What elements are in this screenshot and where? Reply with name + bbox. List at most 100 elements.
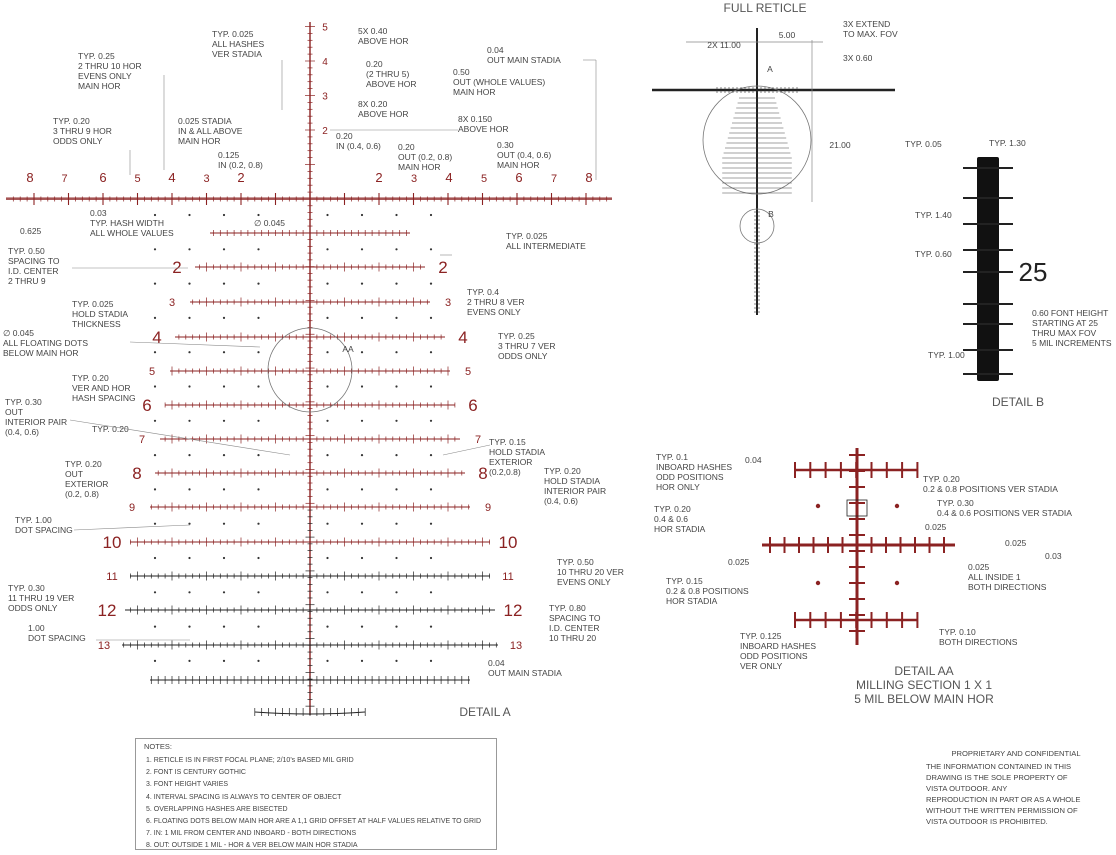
floating-dot	[395, 522, 398, 525]
floating-dot	[326, 488, 329, 491]
aa-annotation: 0.4 & 0.6	[654, 514, 688, 524]
annotation: ABOVE HOR	[366, 79, 417, 89]
annotation: ALL WHOLE VALUES	[90, 228, 174, 238]
annotation: ALL INTERMEDIATE	[506, 241, 586, 251]
floating-dot	[360, 591, 364, 594]
annotation: OUT	[5, 407, 23, 417]
floating-dot	[257, 316, 260, 319]
floating-dot	[222, 385, 226, 388]
row-label-right: 11	[502, 571, 513, 583]
ver-number-top: 3	[322, 92, 328, 103]
proprietary-line: VISTA OUTDOOR. ANY	[926, 784, 1008, 793]
floating-dot	[360, 248, 364, 251]
aa-annotation: 0.025	[925, 522, 947, 532]
floating-dot	[188, 351, 191, 354]
dim-5: 5.00	[779, 30, 796, 40]
floating-dot	[429, 316, 433, 319]
annotation: SPACING TO	[8, 256, 60, 266]
floating-dot	[153, 213, 157, 217]
hor-number-right: 3	[411, 173, 417, 185]
floating-dot	[326, 659, 329, 663]
annotation: ODDS ONLY	[53, 136, 103, 146]
annotation: TYP. 0.20	[92, 424, 129, 434]
hor-number-left: 3	[203, 173, 209, 185]
floating-dot	[257, 248, 260, 251]
hor-number-left: 4	[168, 170, 175, 185]
annotation: TYP. 0.025	[72, 299, 114, 309]
annotation: TYP. 0.50	[8, 246, 45, 256]
floating-dot	[188, 556, 191, 560]
aa-annotation: TYP. 0.20	[923, 474, 960, 484]
floating-dot	[153, 316, 157, 319]
floating-dot	[360, 419, 364, 422]
proprietary-line: VISTA OUTDOOR IS PROHIBITED.	[926, 817, 1048, 826]
floating-dot	[188, 522, 191, 525]
aa-annotation: ODD POSITIONS	[656, 472, 724, 482]
proprietary-line: WITHOUT THE WRITTEN PERMISSION OF	[926, 806, 1078, 815]
detail-b-bar	[977, 157, 999, 381]
detail-b-annotation: TYP. 1.40	[915, 210, 952, 220]
label-b: B	[768, 209, 774, 219]
floating-dot	[395, 625, 398, 628]
aa-dot	[815, 503, 821, 509]
row-label-right: 3	[445, 297, 451, 309]
dim-3x060: 3X 0.60	[843, 53, 873, 63]
row-label-left: 13	[98, 640, 110, 652]
floating-dot	[188, 454, 191, 457]
aa-annotation: 0.4 & 0.6 POSITIONS VER STADIA	[937, 508, 1072, 518]
detail-aa-circle	[267, 327, 353, 413]
row-label-right: 7	[475, 434, 481, 446]
hor-number-right: 5	[481, 173, 487, 185]
annotation: ABOVE HOR	[358, 109, 409, 119]
annotation: TYP. 0.20	[544, 466, 581, 476]
annotation: EVENS ONLY	[557, 577, 611, 587]
floating-dot	[429, 419, 433, 422]
annotation: 3 THRU 9 HOR	[53, 126, 112, 136]
detail-b-annotation: 5 MIL INCREMENTS	[1032, 338, 1112, 348]
floating-dot	[153, 625, 157, 628]
annotation: MAIN HOR	[398, 162, 441, 172]
leader-line	[129, 341, 261, 348]
row-label-right: 8	[478, 464, 487, 483]
floating-dot	[222, 625, 226, 628]
annotation: (0.4, 0.6)	[544, 496, 578, 506]
notes-title: NOTES:	[144, 742, 172, 751]
note-item: 5. OVERLAPPING HASHES ARE BISECTED	[146, 805, 288, 813]
floating-dot	[360, 522, 364, 525]
aa-annotation: 0.2 & 0.8 POSITIONS VER STADIA	[923, 484, 1058, 494]
floating-dot	[257, 522, 260, 525]
detail-b-annotation: 0.60 FONT HEIGHT	[1032, 308, 1108, 318]
annotation: ALL HASHES	[212, 39, 264, 49]
aa-dot	[894, 580, 900, 586]
annotation: VER AND HOR	[72, 383, 131, 393]
annotation: DOT SPACING	[28, 633, 86, 643]
hor-number-right: 2	[375, 170, 382, 185]
row-label-left: 6	[142, 396, 151, 415]
annotation: 11 THRU 19 VER	[8, 593, 74, 603]
floating-dot	[153, 419, 157, 422]
floating-dot	[188, 625, 191, 628]
annotation: TYP. 0.20	[65, 459, 102, 469]
detail-aa-title: DETAIL AA	[894, 664, 953, 678]
annotation: OUT MAIN STADIA	[488, 668, 562, 678]
annotation: MAIN HOR	[453, 87, 496, 97]
floating-dot	[153, 282, 157, 285]
row-label-right: 10	[499, 533, 518, 552]
detail-a-title: DETAIL A	[459, 705, 510, 719]
floating-dot	[222, 488, 226, 491]
aa-annotation: HOR STADIA	[666, 596, 718, 606]
floating-dot	[326, 213, 329, 217]
annotation: 0.20	[366, 59, 383, 69]
floating-dot	[429, 213, 433, 217]
floating-dot	[153, 488, 157, 491]
floating-dot	[429, 659, 433, 663]
floating-dot	[395, 316, 398, 319]
aa-annotation: BOTH DIRECTIONS	[968, 582, 1047, 592]
row-label-left: 12	[98, 601, 117, 620]
floating-dot	[360, 488, 364, 491]
floating-dot	[222, 659, 226, 663]
annotation: HASH SPACING	[72, 393, 136, 403]
annotation: INTERIOR PAIR	[5, 417, 67, 427]
aa-annotation: TYP. 0.10	[939, 627, 976, 637]
floating-dot	[429, 282, 433, 285]
